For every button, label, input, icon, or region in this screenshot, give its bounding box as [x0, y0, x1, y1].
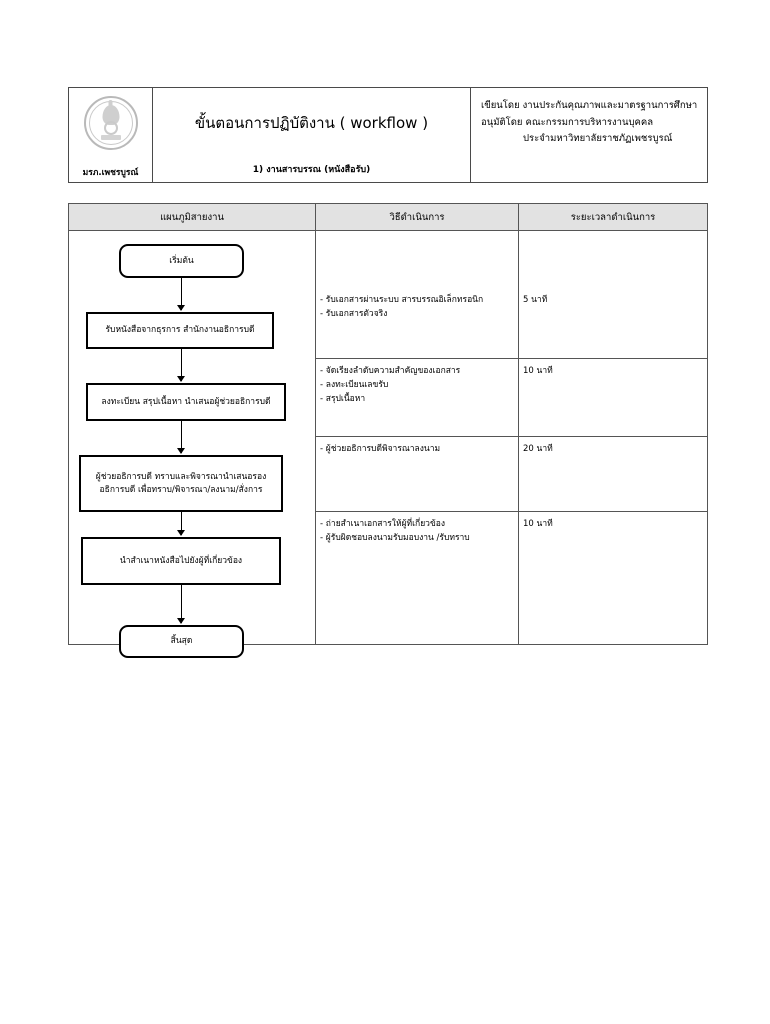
document-subtitle: 1) งานสารบรรณ (หนังสือรับ): [252, 165, 371, 175]
procedure-cell-row4: - ถ่ายสำเนาเอกสารให้ผู้ที่เกี่ยวข้อง - ผ…: [316, 512, 518, 645]
arrowhead-start-to-receive: [177, 305, 185, 311]
procedure-item: - ผู้ช่วยอธิการบดีพิจารณาลงนาม: [320, 444, 441, 454]
flow-node-start: เริ่มต้น: [119, 244, 244, 278]
table-body: เริ่มต้น รับหนังสือจากธุรการ สำนักงานอธิ…: [69, 231, 707, 658]
institution-line: ประจำมหาวิทยาลัยราชภัฏเพชรบูรณ์: [523, 133, 673, 145]
flow-node-assistant-review-label-line1: ผู้ช่วยอธิการบดี ทราบและพิจารณานำเสนอรอง: [95, 472, 267, 483]
procedure-item: - ถ่ายสำเนาเอกสารให้ผู้ที่เกี่ยวข้อง: [320, 519, 446, 529]
procedure-item: - รับเอกสารตัวจริง: [320, 309, 388, 320]
flow-node-start-label: เริ่มต้น: [169, 255, 194, 266]
procedure-cell-row1: - รับเอกสารผ่านระบบ สารบรรณอิเล็กทรอนิก …: [316, 231, 518, 359]
document-header: มรภ.เพชรบูรณ์ ขั้นตอนการปฏิบัติงาน ( wor…: [68, 87, 708, 183]
flow-node-end-label: สิ้นสุด: [170, 636, 193, 647]
flow-node-register-summarize: ลงทะเบียน สรุปเนื้อหา นำเสนอผู้ช่วยอธิกา…: [86, 383, 286, 421]
written-by-line: เขียนโดย งานประกันคุณภาพและมาตรฐานการศึก…: [481, 100, 698, 111]
header-title-cell: ขั้นตอนการปฏิบัติงาน ( workflow ) 1) งาน…: [153, 88, 471, 182]
header-approval-info: เขียนโดย งานประกันคุณภาพและมาตรฐานการศึก…: [471, 88, 707, 182]
flow-node-receive-document-label: รับหนังสือจากธุรการ สำนักงานอธิการบดี: [105, 325, 255, 336]
connector-distribute-to-end: [181, 585, 182, 623]
table-header-row: แผนภูมิสายงาน วิธีดำเนินการ ระยะเวลาดำเน…: [69, 204, 707, 231]
workflow-table: แผนภูมิสายงาน วิธีดำเนินการ ระยะเวลาดำเน…: [68, 203, 708, 658]
duration-column: 5 นาที 10 นาที 20 นาที 10 นาที: [519, 231, 707, 645]
flowchart-column: เริ่มต้น รับหนังสือจากธุรการ สำนักงานอธิ…: [69, 231, 316, 658]
connector-review-to-distribute: [181, 512, 182, 535]
flow-node-distribute-copies: นำสำเนาหนังสือไปยังผู้ที่เกี่ยวข้อง: [81, 537, 281, 585]
university-seal-icon: [83, 96, 138, 150]
duration-cell-row1: 5 นาที: [519, 231, 707, 359]
flow-node-end: สิ้นสุด: [119, 625, 244, 658]
column-header-duration: ระยะเวลาดำเนินการ: [570, 211, 656, 223]
flow-node-receive-document: รับหนังสือจากธุรการ สำนักงานอธิการบดี: [86, 312, 274, 349]
arrowhead-register-to-review: [177, 448, 185, 454]
university-abbreviation-label: มรภ.เพชรบูรณ์: [82, 167, 139, 178]
procedure-item: - สรุปเนื้อหา: [320, 394, 366, 405]
duration-cell-row4: 10 นาที: [523, 519, 553, 529]
connector-register-to-review: [181, 421, 182, 453]
column-header-procedure: วิธีดำเนินการ: [316, 204, 519, 230]
flow-node-assistant-review: ผู้ช่วยอธิการบดี ทราบและพิจารณานำเสนอรอง…: [79, 455, 283, 512]
procedure-item: - รับเอกสารผ่านระบบ สารบรรณอิเล็กทรอนิก: [320, 295, 484, 305]
arrowhead-receive-to-register: [177, 376, 185, 382]
document-title: ขั้นตอนการปฏิบัติงาน ( workflow ): [194, 114, 429, 132]
arrowhead-review-to-distribute: [177, 530, 185, 536]
procedure-cell-row3: - ผู้ช่วยอธิการบดีพิจารณาลงนาม: [316, 437, 518, 512]
connector-start-to-receive: [181, 278, 182, 310]
arrowhead-distribute-to-end: [177, 618, 185, 624]
procedure-item: - จัดเรียงลำดับความสำคัญของเอกสาร: [320, 366, 461, 376]
header-logo-cell: มรภ.เพชรบูรณ์: [69, 88, 153, 182]
connector-receive-to-register: [181, 349, 182, 381]
procedure-cell-row2: - จัดเรียงลำดับความสำคัญของเอกสาร - ลงทะ…: [316, 359, 518, 437]
column-header-flowchart: แผนภูมิสายงาน: [69, 204, 316, 230]
procedure-item: - ผู้รับผิดชอบลงนามรับมอบงาน /รับทราบ: [320, 533, 470, 544]
duration-cell-row3: 20 นาที: [519, 437, 707, 512]
duration-cell-row2: 10 นาที: [519, 359, 707, 437]
procedure-column: - รับเอกสารผ่านระบบ สารบรรณอิเล็กทรอนิก …: [316, 231, 519, 645]
flow-node-assistant-review-label-line2: อธิการบดี เพื่อทราบ/พิจารณา/ลงนาม/สั่งกา…: [99, 484, 263, 495]
flow-node-distribute-copies-label: นำสำเนาหนังสือไปยังผู้ที่เกี่ยวข้อง: [119, 555, 243, 566]
flow-node-register-summarize-label: ลงทะเบียน สรุปเนื้อหา นำเสนอผู้ช่วยอธิกา…: [101, 396, 271, 407]
approved-by-line: อนุมัติโดย คณะกรรมการบริหารงานบุคคล: [481, 116, 654, 128]
procedure-item: - ลงทะเบียนเลขรับ: [320, 380, 389, 391]
